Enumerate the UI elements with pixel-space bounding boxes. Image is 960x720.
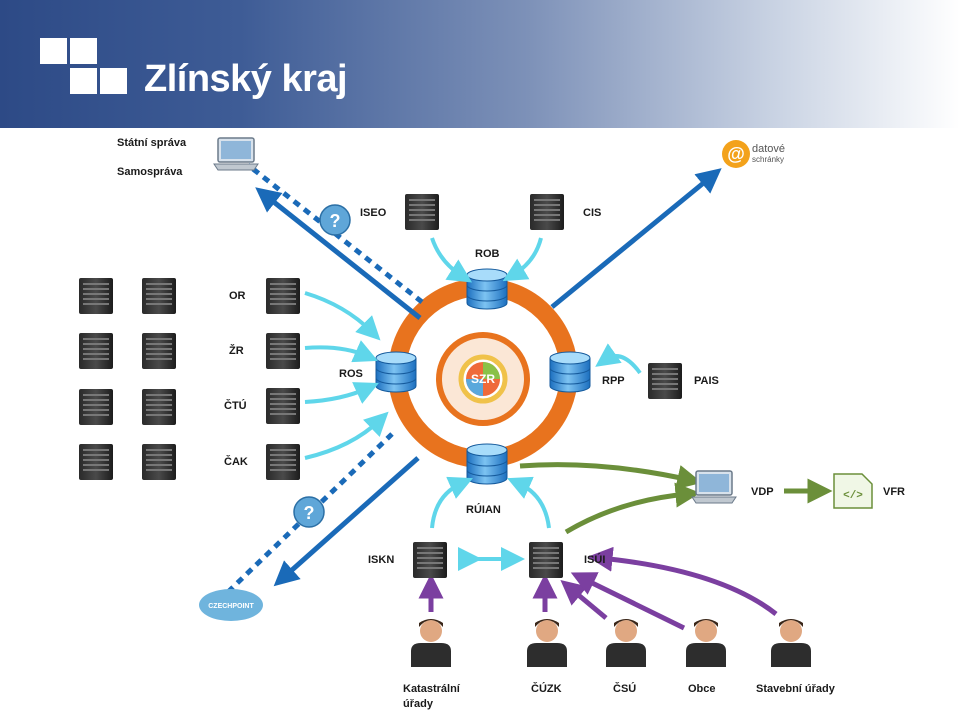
label-vdp: VDP	[751, 486, 774, 498]
server-grid	[79, 389, 113, 425]
server-grid	[79, 278, 113, 314]
label-ros: ROS	[339, 368, 363, 380]
server-iseo	[405, 194, 439, 230]
label-cak: ČAK	[224, 455, 248, 468]
question-icon: ?	[293, 496, 325, 528]
label-isui: ISÚI	[584, 553, 605, 566]
person-obce-icon	[686, 619, 726, 667]
label-stavebni: Stavební úřady	[756, 683, 836, 695]
label-samosprava: Samospráva	[117, 166, 183, 178]
label-pais: PAIS	[694, 375, 719, 387]
server-grid	[142, 278, 176, 314]
label-katastralni-1: Katastrální	[403, 683, 461, 695]
label-cuzk: ČÚZK	[531, 682, 562, 695]
label-or: OR	[229, 290, 246, 302]
rpp-database	[549, 351, 591, 393]
person-csu-icon	[606, 619, 646, 667]
szr-label: SZR	[471, 372, 495, 386]
person-stavebni-icon	[771, 619, 811, 667]
czechpoint-logo: CZECHPOINT	[199, 589, 263, 621]
svg-text:</>: </>	[843, 490, 863, 502]
server-pais	[648, 363, 682, 399]
logo-square-4	[100, 68, 127, 94]
label-katastralni-2: úřady	[403, 698, 434, 710]
server-grid	[142, 333, 176, 369]
label-zr: ŽR	[229, 344, 244, 357]
svg-text:?: ?	[330, 211, 341, 231]
server-grid	[142, 389, 176, 425]
server-iskn	[413, 542, 447, 578]
server-ctu	[266, 388, 300, 424]
label-csu: ČSÚ	[613, 682, 636, 695]
label-vfr: VFR	[883, 486, 905, 498]
question-icon: ?	[319, 204, 351, 236]
svg-text:@: @	[727, 144, 745, 164]
label-statni-sprava: Státní správa	[117, 137, 187, 149]
label-obce: Obce	[688, 683, 716, 695]
laptop-vdp-icon	[691, 470, 737, 504]
rob-database	[466, 268, 508, 310]
datove-schranky-logo: @ datové schránky	[722, 140, 785, 168]
logo-square-1	[40, 38, 67, 64]
server-grid	[79, 444, 113, 480]
vfr-file-icon: </>	[833, 473, 873, 509]
server-isui	[529, 542, 563, 578]
svg-text:schránky: schránky	[752, 155, 784, 164]
label-cis: CIS	[583, 207, 601, 219]
server-grid	[142, 444, 176, 480]
label-rpp: RPP	[602, 375, 625, 387]
header-banner	[0, 0, 960, 128]
ros-database	[375, 351, 417, 393]
person-katastralni-icon	[411, 619, 451, 667]
page-title: Zlínský kraj	[144, 58, 348, 100]
label-iskn: ISKN	[368, 554, 394, 566]
label-ruian: RÚIAN	[466, 503, 501, 516]
server-or	[266, 278, 300, 314]
server-cis	[530, 194, 564, 230]
person-cuzk-icon	[527, 619, 567, 667]
svg-text:datové: datové	[752, 143, 785, 155]
label-ctu: ČTÚ	[224, 399, 247, 412]
logo-square-3	[70, 68, 97, 94]
szr-core: SZR	[436, 332, 530, 426]
svg-text:?: ?	[304, 503, 315, 523]
label-rob: ROB	[475, 248, 500, 260]
server-grid	[79, 333, 113, 369]
ruian-database	[466, 443, 508, 485]
server-zr	[266, 333, 300, 369]
laptop-icon	[213, 137, 259, 171]
logo-square-2	[70, 38, 97, 64]
server-cak	[266, 444, 300, 480]
label-iseo: ISEO	[360, 207, 387, 219]
svg-text:CZECHPOINT: CZECHPOINT	[208, 603, 254, 610]
